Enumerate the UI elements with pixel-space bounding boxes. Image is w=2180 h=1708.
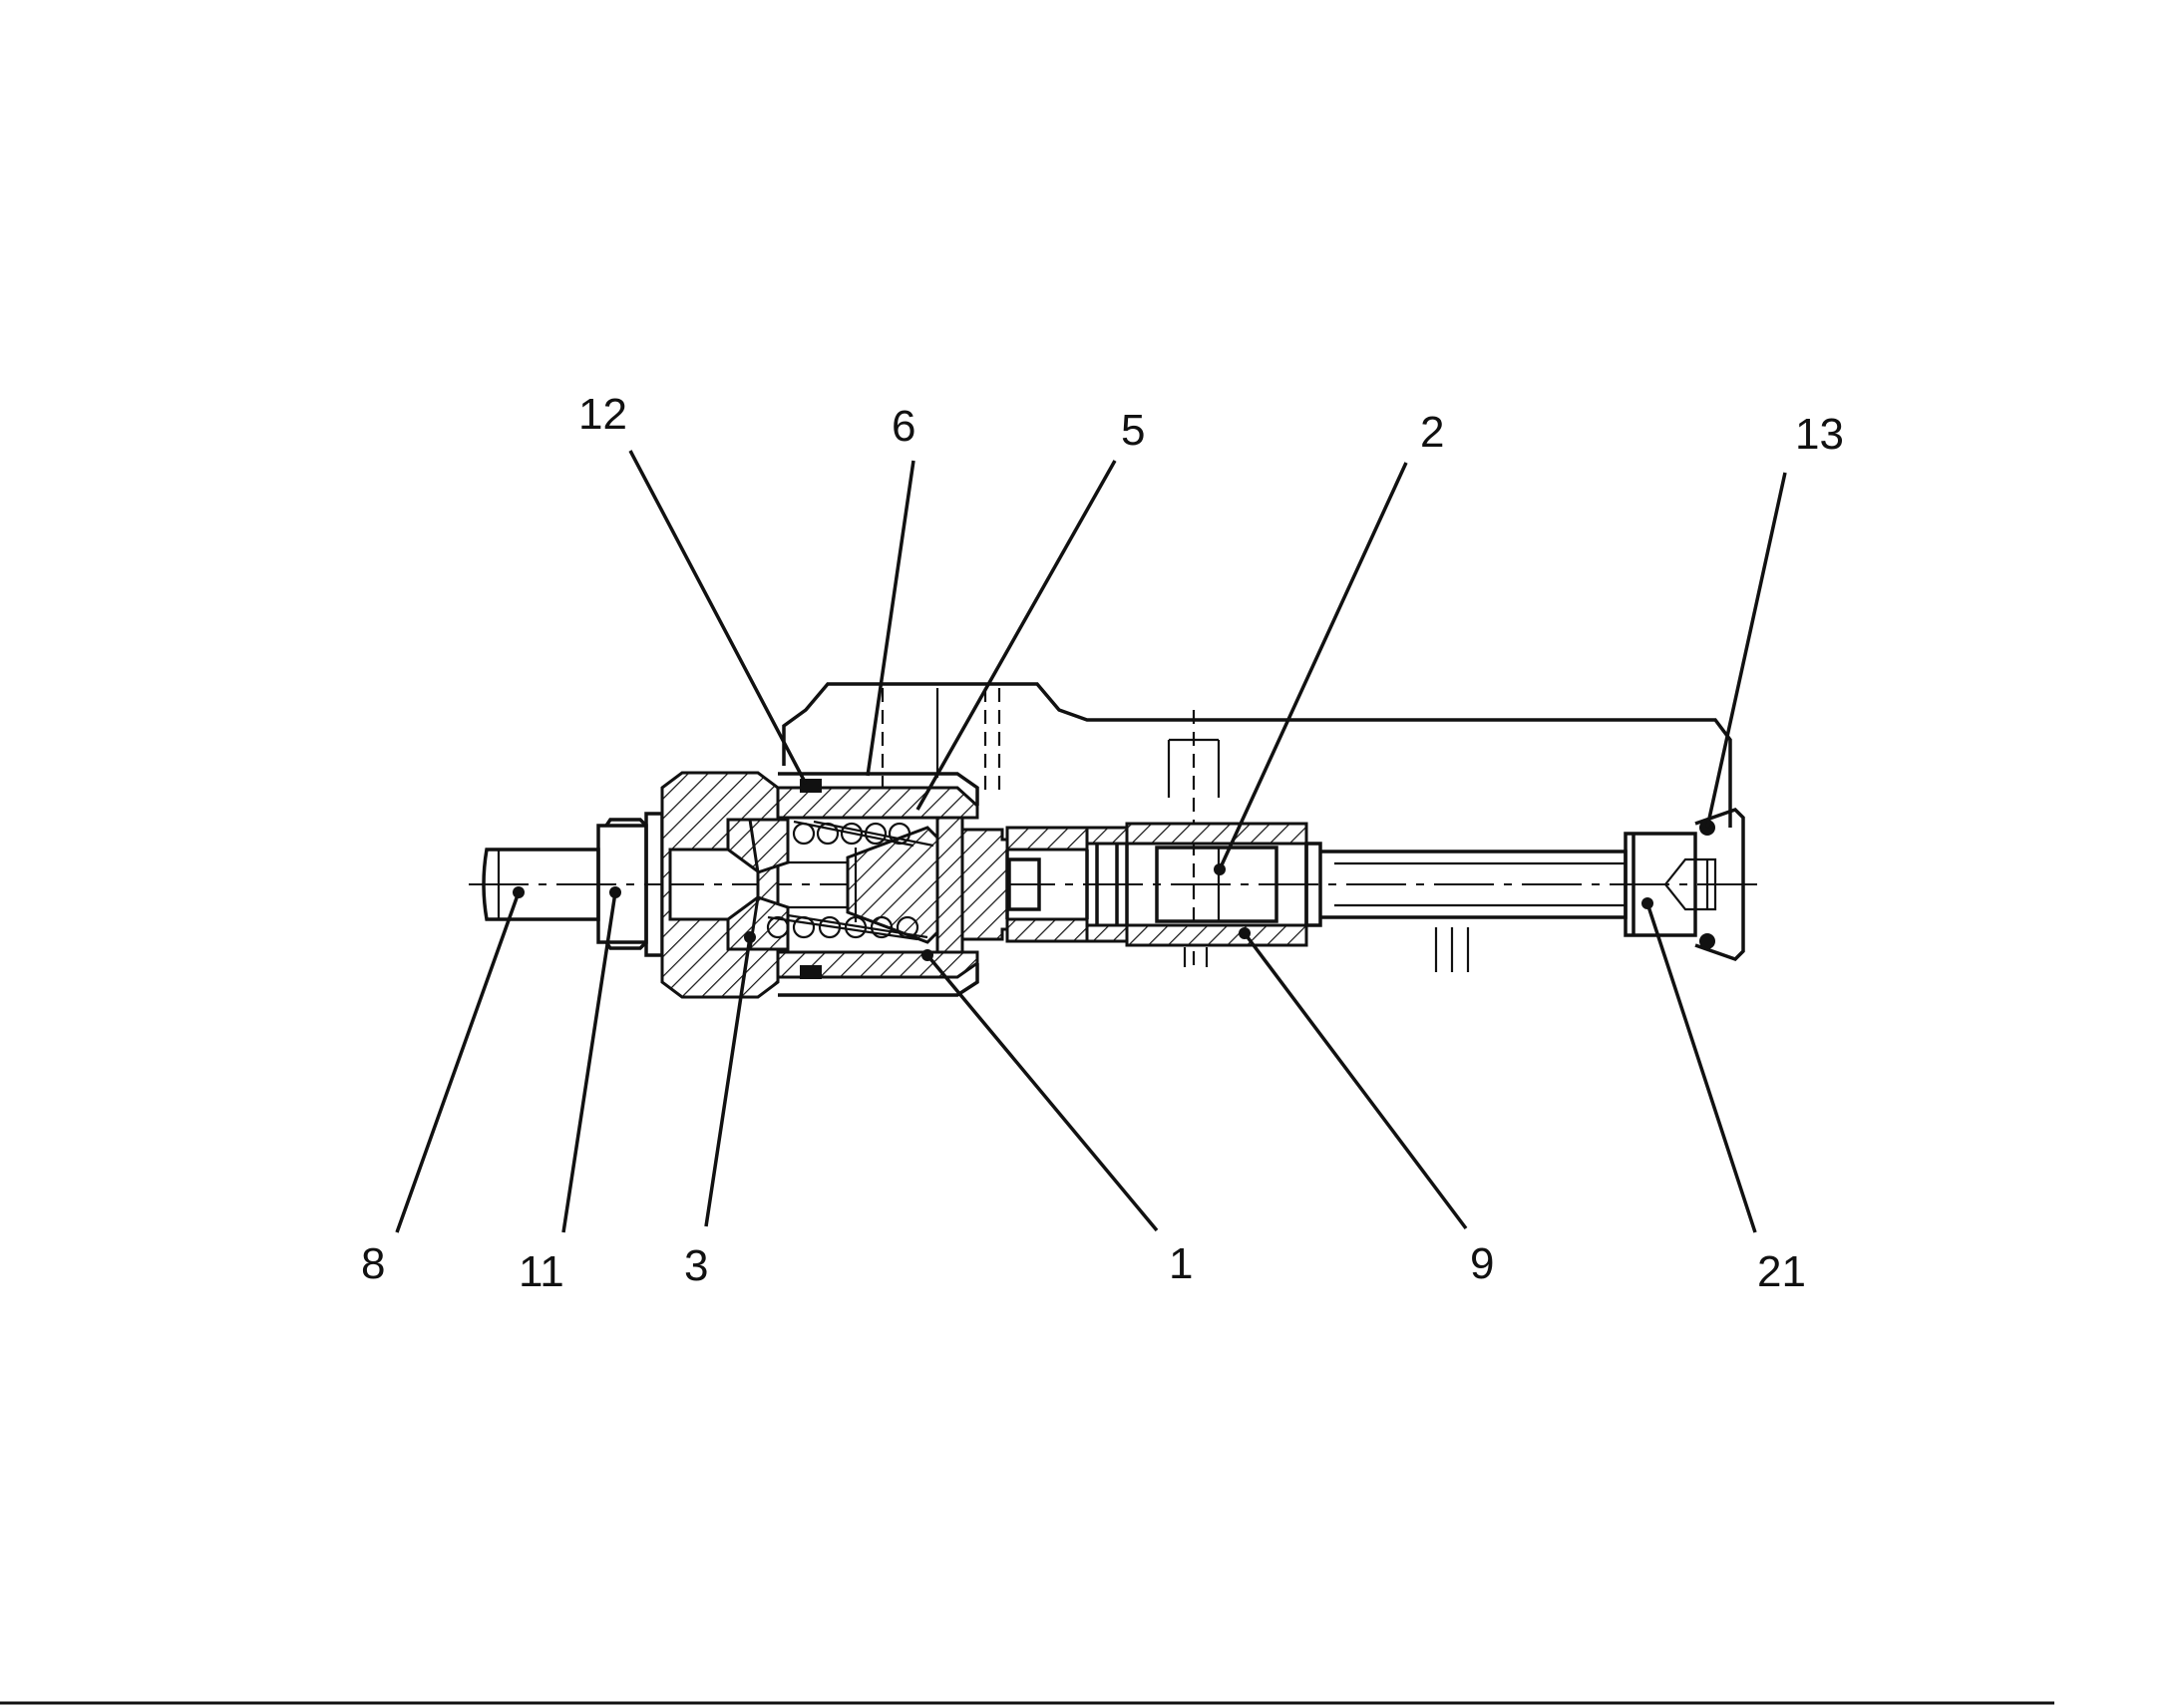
upper-spring-coils	[792, 820, 934, 848]
housing-block	[782, 682, 1732, 972]
callout-11: 11	[519, 1247, 564, 1296]
lower-spring-coils	[766, 913, 928, 941]
callout-12: 12	[578, 390, 627, 439]
leader-lines	[395, 450, 1787, 1233]
callout-3: 3	[684, 1241, 708, 1290]
callout-21: 21	[1757, 1247, 1806, 1296]
adjusting-screw	[482, 848, 600, 921]
callout-5: 5	[1121, 406, 1145, 455]
callout-6: 6	[892, 402, 915, 451]
callout-9: 9	[1470, 1239, 1494, 1288]
callout-13: 13	[1795, 410, 1844, 459]
end-fitting	[1624, 807, 1745, 962]
spring-assembly	[748, 818, 939, 951]
callout-8: 8	[361, 1239, 385, 1288]
callout-2: 2	[1420, 408, 1444, 457]
callout-1: 1	[1169, 1239, 1193, 1288]
